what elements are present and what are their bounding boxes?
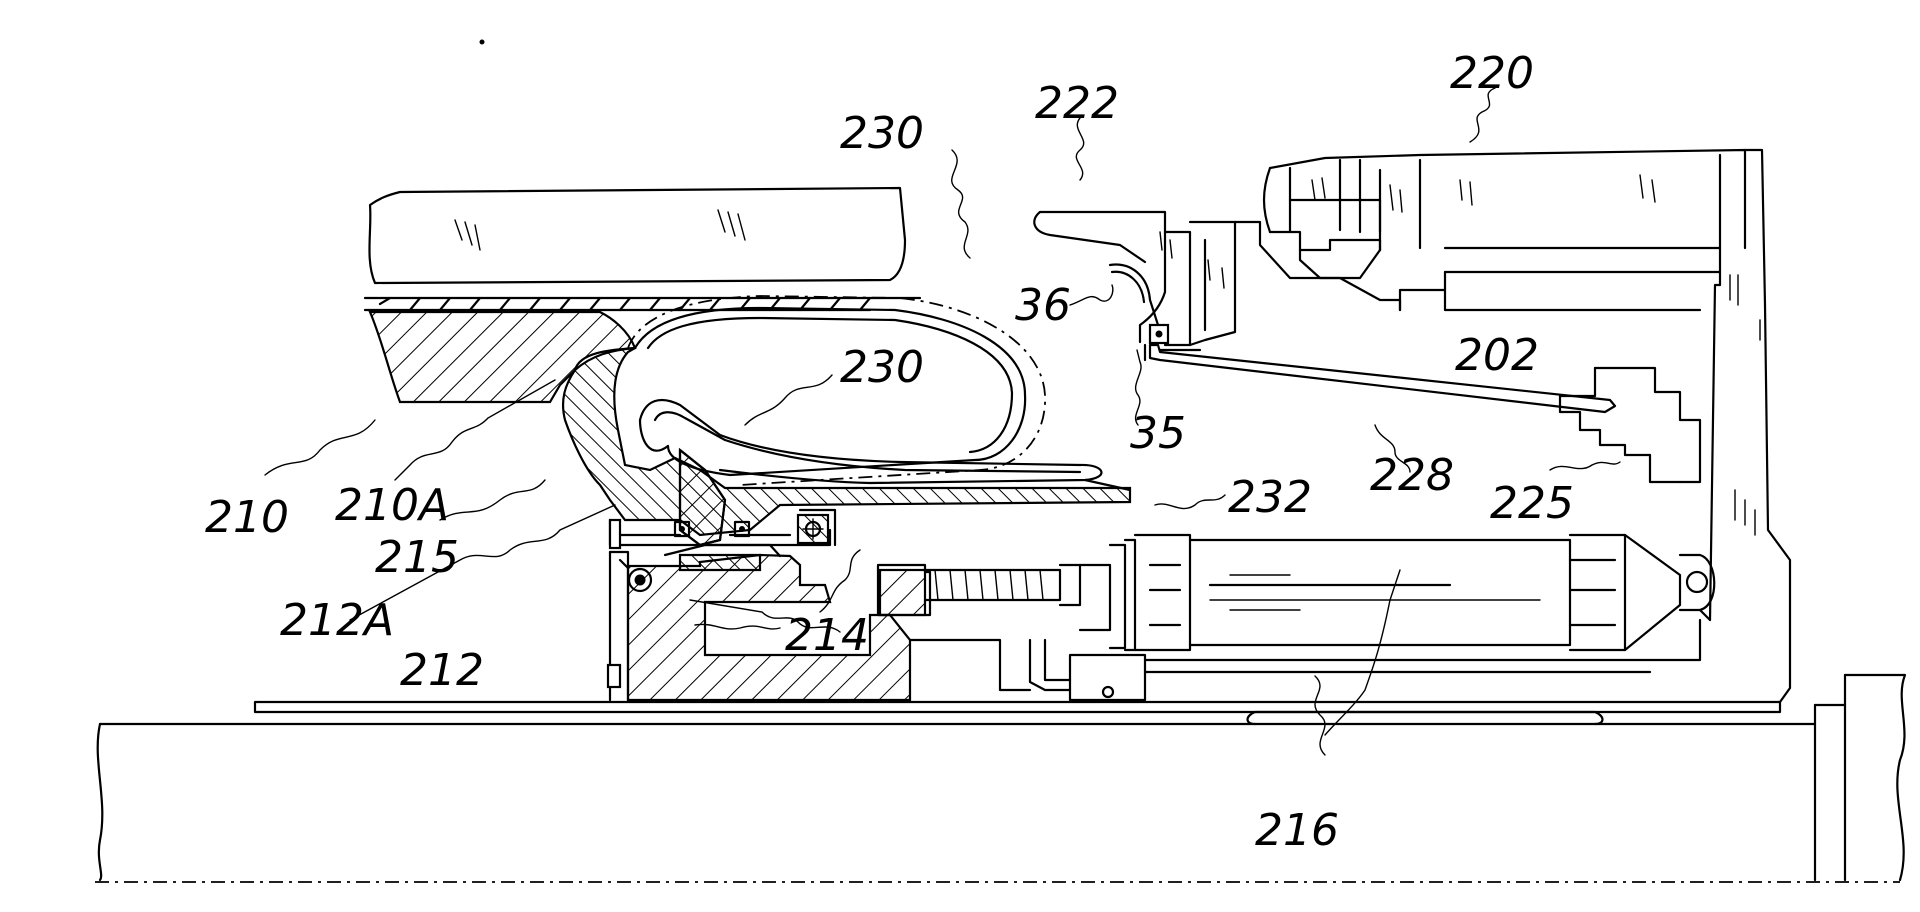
right-structure	[1400, 150, 1790, 702]
lower-bracket	[910, 620, 1700, 700]
label-230-dashed: 230	[840, 108, 924, 159]
label-212A: 212A	[280, 595, 394, 646]
label-216: 216	[1255, 805, 1339, 856]
reference-labels: 220 222 230 230 36 202 35 228 225 210 21…	[205, 48, 1574, 856]
label-232: 232	[1228, 472, 1312, 523]
part-225	[1560, 368, 1700, 482]
label-222: 222	[1035, 78, 1119, 129]
label-210: 210	[205, 492, 289, 543]
threaded-rod	[878, 565, 1080, 615]
lever-228	[1145, 345, 1615, 412]
label-215: 215	[375, 532, 459, 583]
label-230-solid: 230	[840, 342, 924, 393]
label-214: 214	[785, 610, 869, 661]
label-220: 220	[1450, 48, 1534, 99]
label-210A: 210A	[335, 480, 449, 531]
label-202: 202	[1455, 330, 1539, 381]
upper-plate	[365, 188, 920, 310]
label-212: 212	[400, 645, 484, 696]
label-35: 35	[1130, 408, 1186, 459]
speck	[480, 40, 484, 44]
member-220	[1264, 150, 1745, 278]
label-225: 225	[1490, 478, 1574, 529]
label-228: 228	[1370, 450, 1454, 501]
base-frame	[95, 675, 1905, 882]
label-36: 36	[1015, 280, 1071, 331]
cylinder-216	[1080, 535, 1714, 650]
